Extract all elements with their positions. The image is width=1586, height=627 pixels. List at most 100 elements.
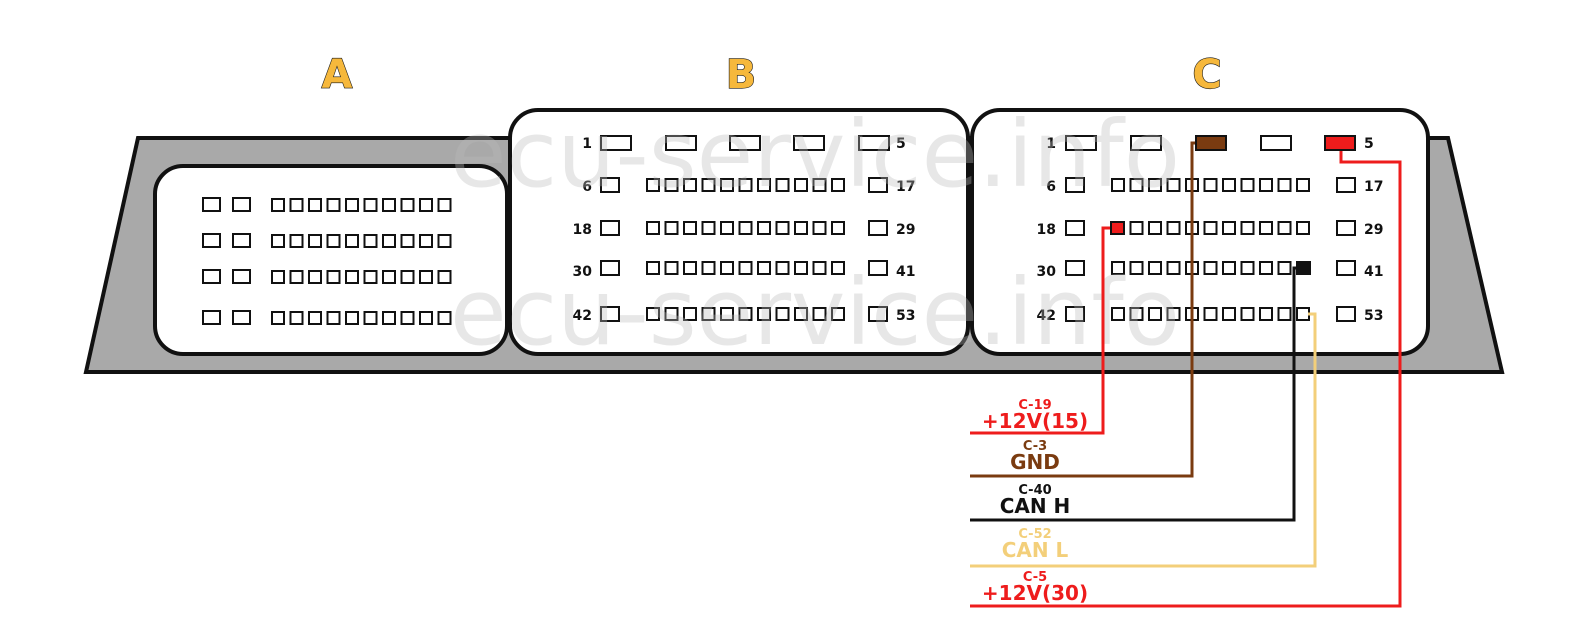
- a-pin-wide-3-0: [202, 310, 221, 325]
- signal-c3-pin: C-3: [1023, 439, 1047, 454]
- c-pin-row-0-small-3: [1166, 178, 1181, 192]
- c-pin-row-0-small-10: [1296, 178, 1310, 192]
- c-pin-row-3-small-2: [1148, 307, 1162, 321]
- b-pin-label-42: 42: [573, 308, 592, 324]
- b-pin-label-6: 6: [582, 179, 592, 195]
- a-pin-row-0-small-5: [363, 198, 378, 212]
- b-pin-row-3-small-7: [775, 307, 790, 321]
- signal-c3-name: GND: [1010, 450, 1060, 474]
- a-pin-row-3-small-4: [345, 311, 359, 325]
- a-pin-row-0-small-8: [419, 198, 433, 212]
- b-pin-row-3-small-8: [794, 307, 808, 321]
- b-pin-row-0-small-7: [775, 178, 790, 192]
- c-pin-row-2-small-0: [1111, 261, 1125, 275]
- a-pin-row-2-small-4: [345, 270, 359, 284]
- b-pin-row-2-small-6: [757, 261, 771, 275]
- a-pin-row-3-small-7: [400, 311, 415, 325]
- c-pin-row-2-small-7: [1240, 261, 1255, 275]
- a-pin-row-3-small-6: [382, 311, 396, 325]
- b-pin-row-3-small-1: [664, 307, 679, 321]
- b-pin-label-41: 41: [896, 264, 915, 280]
- b-pin-label-53: 53: [896, 308, 915, 324]
- watermark-top: ecu-service.info: [450, 101, 1180, 208]
- a-pin-wide-1-1: [232, 233, 251, 248]
- b-pin-top-0: [600, 135, 632, 151]
- c-pin-row-3-small-6: [1222, 307, 1236, 321]
- c-pin-row-2-small-2: [1148, 261, 1162, 275]
- a-pin-row-2-small-6: [382, 270, 396, 284]
- c-pin-label-5: 5: [1364, 136, 1374, 152]
- b-pin-row-0-small-5: [738, 178, 753, 192]
- a-pin-row-0-small-6: [382, 198, 396, 212]
- signal-c5-pin: C-5: [1023, 570, 1047, 585]
- b-pin-row-1-small-5: [738, 221, 753, 235]
- b-pin-row-1-small-10: [831, 221, 845, 235]
- signal-c52-name: CAN L: [1002, 538, 1069, 562]
- b-pin-row-0-small-1: [664, 178, 679, 192]
- b-pin-row-1-small-4: [720, 221, 734, 235]
- signal-c40-pin: C-40: [1018, 483, 1051, 498]
- a-pin-row-3-small-3: [326, 311, 341, 325]
- b-pin-row-3-small-2: [683, 307, 697, 321]
- b-pin-row-0-small-2: [683, 178, 697, 192]
- a-pin-row-2-small-7: [400, 270, 415, 284]
- b-pin-row-2-small-8: [794, 261, 808, 275]
- a-pin-row-2-small-1: [289, 270, 304, 284]
- b-pin-label-29: 29: [896, 222, 915, 238]
- a-pin-row-3-small-9: [437, 311, 452, 325]
- b-pin-row-3-small-6: [757, 307, 771, 321]
- c-pin-row-2-small-3: [1166, 261, 1181, 275]
- b-pin-label-18: 18: [573, 222, 592, 238]
- b-pin-row-1-small-7: [775, 221, 790, 235]
- b-pin-right-3: [868, 306, 888, 322]
- c-pin-label-18: 18: [1037, 222, 1056, 238]
- b-pin-row-1-small-2: [683, 221, 697, 235]
- b-pin-top-4: [858, 135, 890, 151]
- c-pin-row-1-small-2: [1148, 221, 1162, 235]
- b-pin-row-3-small-5: [738, 307, 753, 321]
- b-pin-right-2: [868, 260, 888, 276]
- c-pin-row-1-small-7: [1240, 221, 1255, 235]
- a-pin-row-1-small-4: [345, 234, 359, 248]
- b-pin-row-0-small-4: [720, 178, 734, 192]
- b-pin-left-1: [600, 220, 620, 236]
- signal-c19-name: +12V(15): [982, 409, 1088, 433]
- b-pin-right-1: [868, 220, 888, 236]
- c-pin-row-0-small-5: [1203, 178, 1218, 192]
- b-pin-row-2-small-7: [775, 261, 790, 275]
- wire-c3-gnd: [970, 141, 1196, 478]
- b-pin-row-1-small-3: [701, 221, 716, 235]
- a-pin-row-2-small-2: [308, 270, 322, 284]
- b-pin-label-17: 17: [896, 179, 915, 195]
- c-pin-row-2-small-1: [1129, 261, 1144, 275]
- b-pin-row-0-small-3: [701, 178, 716, 192]
- c-pin-row-2-small-5: [1203, 261, 1218, 275]
- c-pin-label-6: 6: [1046, 179, 1056, 195]
- b-pin-row-0-small-6: [757, 178, 771, 192]
- c-pin-row-0-small-1: [1129, 178, 1144, 192]
- b-pin-row-0-small-10: [831, 178, 845, 192]
- c-pin-row-1-small-9: [1277, 221, 1292, 235]
- b-pin-right-0: [868, 177, 888, 193]
- c-pin-right-2: [1336, 260, 1356, 276]
- a-pin-row-1-small-7: [400, 234, 415, 248]
- b-pin-row-3-small-3: [701, 307, 716, 321]
- b-pin-row-1-small-9: [812, 221, 827, 235]
- a-pin-row-3-small-2: [308, 311, 322, 325]
- c-pin-row-3-small-1: [1129, 307, 1144, 321]
- b-pin-row-0-small-8: [794, 178, 808, 192]
- c-pin-top-1: [1130, 135, 1162, 151]
- c-pin-label-17: 17: [1364, 179, 1383, 195]
- connector-a-block: [153, 164, 509, 356]
- a-pin-row-3-small-8: [419, 311, 433, 325]
- a-pin-row-2-small-0: [271, 270, 285, 284]
- a-pin-row-1-small-8: [419, 234, 433, 248]
- c-pin-row-0-small-0: [1111, 178, 1125, 192]
- b-pin-row-2-small-3: [701, 261, 716, 275]
- c-pin-label-41: 41: [1364, 264, 1383, 280]
- b-pin-row-1-small-6: [757, 221, 771, 235]
- c-pin-row-3-small-8: [1259, 307, 1273, 321]
- c-pin-row-1-small-6: [1222, 221, 1236, 235]
- pin-c5-highlight: [1324, 135, 1356, 151]
